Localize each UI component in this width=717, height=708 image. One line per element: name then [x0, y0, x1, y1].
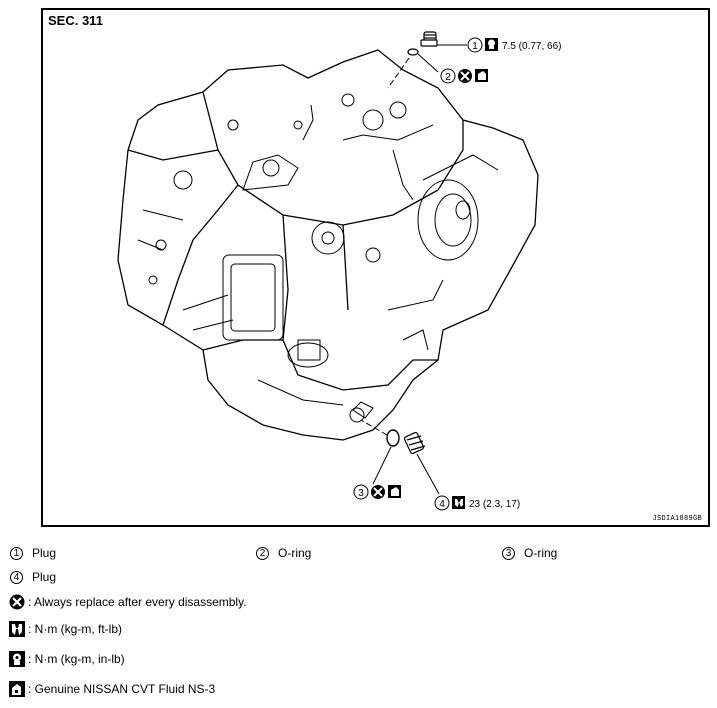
assembly-line-top	[387, 57, 410, 89]
callout-3: 3	[353, 484, 401, 500]
plug-top	[420, 31, 438, 47]
diagram-frame: SEC. 311	[41, 8, 710, 527]
callout-1-torque: 7.5 (0.77, 66)	[502, 41, 561, 52]
callout-2: 2	[440, 68, 488, 84]
legend-part-4: 4 Plug	[10, 570, 56, 584]
part-name: O-ring	[278, 546, 312, 560]
legend-part-1: 1 Plug	[10, 546, 56, 560]
legend-part-3: 3 O-ring	[502, 546, 557, 560]
legend-torque-ftlb: : N·m (kg-m, ft-lb)	[9, 621, 122, 637]
assembly-line-bottom	[360, 419, 388, 436]
legend-replace: : Always replace after every disassembly…	[9, 594, 247, 610]
legend-fluid: : Genuine NISSAN CVT Fluid NS-3	[9, 681, 215, 697]
o-ring-bottom	[386, 429, 400, 447]
transaxle-drawing: 1 7.5 (0.77, 66) 2 3	[117, 31, 561, 511]
plug-bottom	[403, 431, 426, 455]
callout-3-number: 3	[358, 488, 364, 499]
fluid-icon	[9, 681, 25, 697]
replace-icon	[371, 485, 385, 499]
fluid-icon	[475, 69, 488, 82]
transaxle-body	[117, 49, 539, 441]
legend-torque-inlb: : N·m (kg-m, in-lb)	[9, 651, 125, 667]
torque-inlb-text: : N·m (kg-m, in-lb)	[28, 652, 125, 666]
callout-1-number: 1	[472, 41, 478, 52]
replace-icon	[458, 69, 472, 83]
callout-4-number: 4	[439, 499, 445, 510]
part-number: 2	[256, 546, 269, 560]
legend-part-2: 2 O-ring	[256, 546, 311, 560]
callout-4: 4 23 (2.3, 17)	[434, 495, 520, 511]
callout-4-torque: 23 (2.3, 17)	[469, 499, 520, 510]
part-name: Plug	[32, 546, 57, 560]
torque-ftlb-text: : N·m (kg-m, ft-lb)	[28, 622, 122, 636]
torque-inlb-icon	[9, 651, 25, 667]
callout-1: 1 7.5 (0.77, 66)	[467, 37, 561, 53]
torque-ftlb-icon	[9, 621, 25, 637]
torque-ftlb-icon	[452, 496, 465, 509]
part-name: O-ring	[524, 546, 558, 560]
replace-icon	[9, 594, 25, 610]
callout-2-number: 2	[445, 72, 451, 83]
leader-lines	[372, 44, 467, 495]
part-name: Plug	[32, 570, 57, 584]
body-details	[137, 93, 499, 423]
o-ring-top	[407, 48, 419, 56]
torque-inlb-icon	[485, 38, 498, 51]
section-label: SEC. 311	[48, 13, 103, 28]
image-reference: JSDIA1889GB	[652, 515, 702, 523]
fluid-icon	[388, 485, 401, 498]
part-number: 3	[502, 546, 515, 560]
part-number: 4	[10, 570, 23, 584]
fluid-text: : Genuine NISSAN CVT Fluid NS-3	[28, 682, 216, 696]
part-number: 1	[10, 546, 23, 560]
replace-text: : Always replace after every disassembly…	[28, 595, 247, 609]
